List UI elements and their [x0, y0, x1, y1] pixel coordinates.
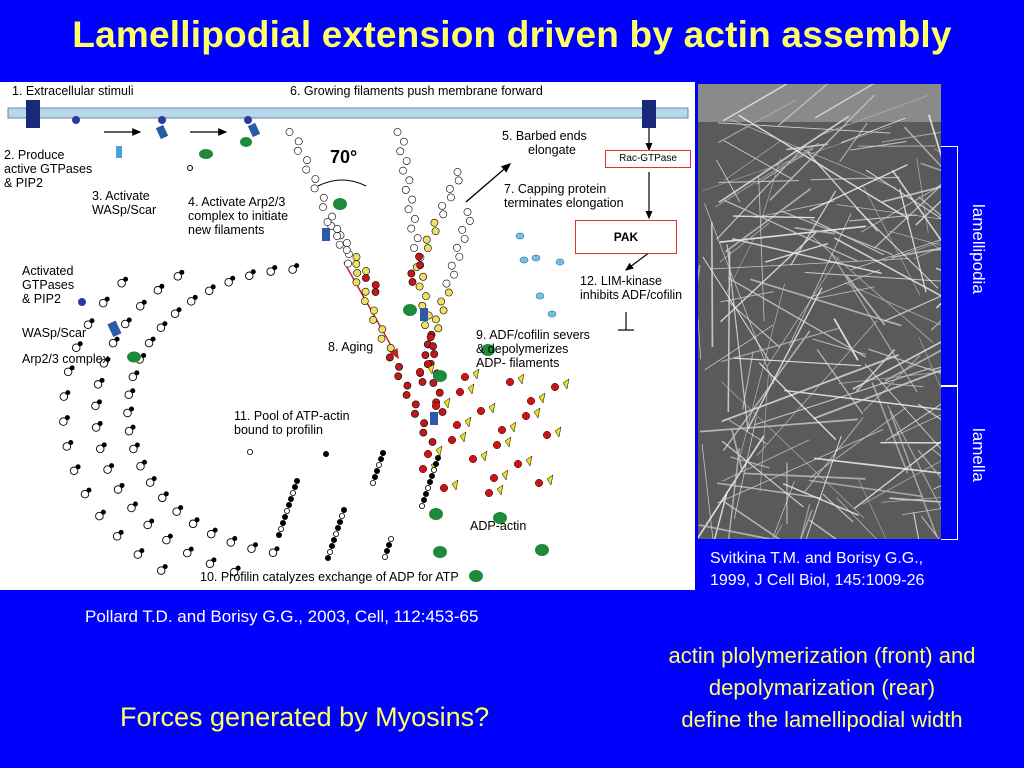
rac-gtpase-box: Rac-GTPase [605, 150, 691, 168]
width-note-line1: actin plolymerization (front) and [668, 643, 976, 668]
label-step2c: & PIP2 [4, 176, 43, 190]
label-step11a: 11. Pool of ATP-actin [234, 409, 350, 423]
lamellipodia-label: lamellipodia [969, 204, 988, 294]
label-step2b: active GTPases [4, 162, 93, 176]
label-step9b: & depolymerizes [476, 342, 569, 356]
legend-arp: Arp2/3 complex [22, 352, 109, 366]
legend-symbols [78, 298, 141, 363]
label-angle: 70° [330, 147, 358, 167]
citation-svitkina-2: 1999, J Cell Biol, 145:1009-26 [710, 572, 925, 589]
legend-wasp: WASp/Scar [22, 326, 87, 340]
pak-box: PAK [575, 220, 677, 254]
myosin-question: Forces generated by Myosins? [120, 702, 490, 732]
legend-gtpases-a: Activated [22, 264, 74, 278]
label-step2a: 2. Produce [4, 148, 65, 162]
label-step1: 1. Extracellular stimuli [12, 84, 134, 98]
citation-svitkina-1: Svitkina T.M. and Borisy G.G., [710, 550, 924, 567]
label-step5a: 5. Barbed ends [502, 129, 587, 143]
width-note-line3: define the lamellipodial width [681, 707, 963, 732]
label-step11b: bound to profilin [234, 423, 323, 437]
slide-title: Lamellipodial extension driven by actin … [72, 14, 952, 55]
label-step5b: elongate [528, 143, 576, 157]
lamellipodia-bracket [941, 146, 958, 386]
label-step10: 10. Profilin catalyzes exchange of ADP f… [200, 570, 459, 584]
label-step9c: ADP- filaments [476, 356, 560, 370]
label-step8: 8. Aging [328, 340, 374, 354]
receptor-right [642, 100, 656, 128]
label-step12a: 12. LIM-kinase [580, 274, 662, 288]
legend-gtpases-b: GTPases [22, 278, 75, 292]
label-step12b: inhibits ADF/cofilin [580, 288, 683, 302]
width-note-line2: depolymarization (rear) [708, 675, 936, 700]
label-step3a: 3. Activate [92, 189, 150, 203]
label-adp-actin: ADP-actin [470, 519, 527, 533]
width-note: actin plolymerization (front) and depoly… [612, 640, 1024, 736]
actin-assembly-diagram: 1. Extracellular stimuli 6. Growing fila… [0, 82, 695, 590]
label-step7a: 7. Capping protein [504, 182, 607, 196]
label-step7b: terminates elongation [504, 196, 624, 210]
diagram-graphics [7, 100, 689, 582]
label-step4c: new filaments [188, 223, 265, 237]
label-step3b: WASp/Scar [92, 203, 157, 217]
label-step9a: 9. ADF/cofilin severs [476, 328, 590, 342]
micrograph-texture [698, 84, 941, 539]
label-step4b: complex to initiate [188, 209, 289, 223]
label-step4a: 4. Activate Arp2/3 [188, 195, 286, 209]
lamella-bracket [941, 386, 958, 540]
lamella-label: lamella [969, 428, 988, 482]
electron-micrograph [698, 84, 941, 539]
plasma-membrane [7, 107, 689, 119]
citation-pollard: Pollard T.D. and Borisy G.G., 2003, Cell… [85, 607, 479, 626]
label-step6: 6. Growing filaments push membrane forwa… [290, 84, 543, 98]
legend-gtpases-c: & PIP2 [22, 292, 61, 306]
receptor-left [26, 100, 40, 128]
